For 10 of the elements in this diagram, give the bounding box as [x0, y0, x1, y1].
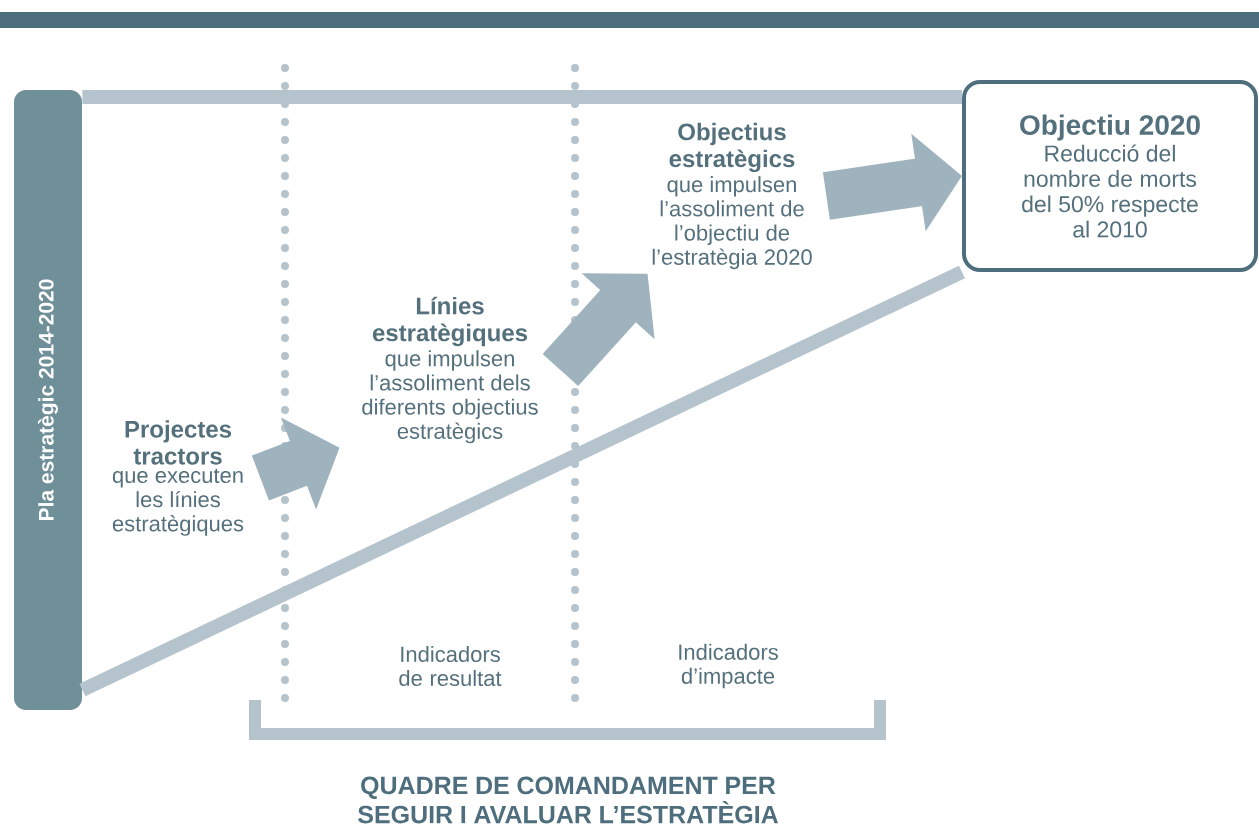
- plan-bar: Pla estratègic 2014-2020: [14, 90, 82, 710]
- indicator-label: Indicadors de resultat: [399, 645, 502, 687]
- connector-line: [82, 90, 962, 104]
- goal-box: Objectiu 2020 Reducció del nombre de morts del 50% respecte al 2010: [962, 80, 1258, 272]
- stage-text: Objectius estratègics que impulsen l’assoliment de l’objectiu de l’estratègia 2020: [652, 122, 812, 270]
- bracket-caption: QUADRE DE COMANDAMENT PER SEGUIR I AVALUAR L’ESTRATÈGIA: [358, 776, 779, 824]
- stage-text: Projectes tractors que executen les línies estratègiques: [112, 420, 244, 536]
- connector-line: [79, 265, 965, 697]
- stage-text: Línies estratègiques que impulsen l’assoliment dels diferents objectius estratègics: [362, 296, 538, 444]
- indicator-label: Indicadors d’impacte: [679, 643, 778, 689]
